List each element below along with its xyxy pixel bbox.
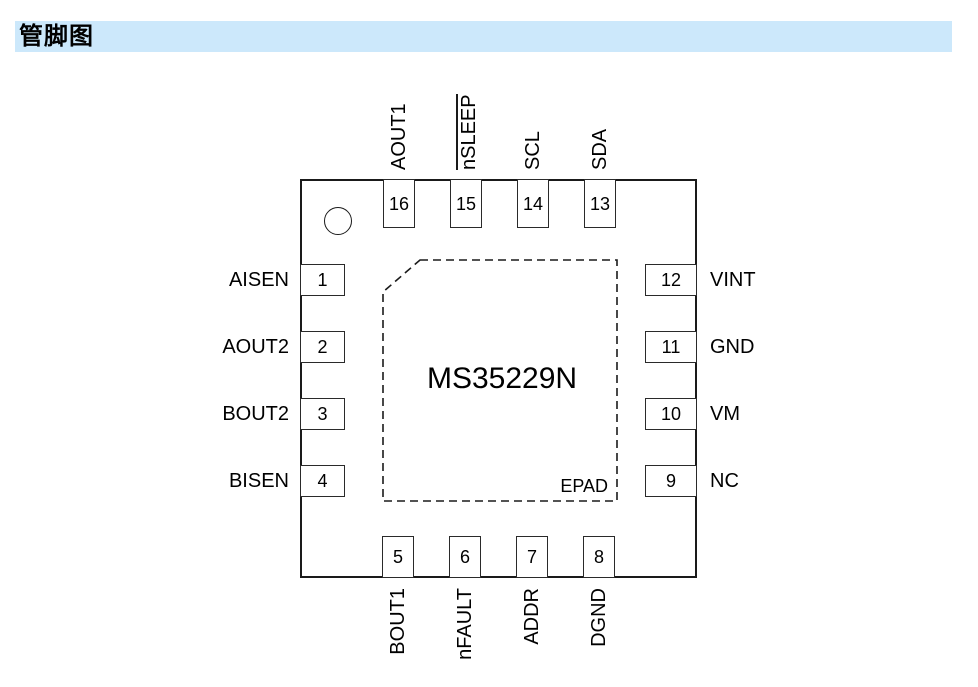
pin-label-bout1: BOUT1 (387, 588, 409, 687)
pin-label-text: SCL (522, 131, 544, 170)
pin-label-bisen: BISEN (228, 470, 289, 492)
pin-box-15: 15 (450, 179, 482, 228)
pin-label-nc: NC (710, 470, 739, 492)
pin-box-1: 1 (300, 264, 345, 296)
pin-label-text-overlined: nSLEEP (456, 94, 480, 170)
pin-number-4: 4 (317, 471, 328, 491)
pin-box-2: 2 (300, 331, 345, 363)
pin-box-13: 13 (584, 179, 616, 228)
pin-label-text: nFAULT (454, 588, 476, 660)
pin-number-2: 2 (317, 337, 328, 357)
pin-box-7: 7 (516, 536, 548, 578)
epad-label: EPAD (560, 476, 608, 496)
pin-label-text: AOUT1 (388, 103, 410, 170)
pin-label-vm: VM (710, 403, 740, 425)
pin-label-dgnd: DGND (588, 588, 610, 687)
pin-number-9: 9 (665, 471, 676, 491)
pin-box-16: 16 (383, 179, 415, 228)
pin-number-11: 11 (661, 337, 681, 357)
pin-number-5: 5 (392, 547, 403, 567)
pin-number-7: 7 (526, 547, 537, 567)
pin-label-sda: SDA (589, 50, 611, 170)
pin1-indicator-circle (324, 207, 352, 235)
pin-box-5: 5 (382, 536, 414, 578)
pin-label-aisen: AISEN (228, 269, 289, 291)
pin-box-11: 11 (645, 331, 697, 363)
pin-label-nsleep: nSLEEP (456, 50, 480, 170)
pin-number-1: 1 (317, 270, 328, 290)
pin-label-gnd: GND (710, 336, 755, 358)
pin-label-addr: ADDR (521, 588, 543, 687)
pin-label-text: SDA (589, 128, 611, 170)
pin-number-15: 15 (455, 193, 477, 214)
pin-number-8: 8 (593, 547, 604, 567)
chip-name: MS35229N (426, 362, 578, 395)
pin-label-text: DGND (588, 588, 610, 647)
pin-box-6: 6 (449, 536, 481, 578)
pin-box-8: 8 (583, 536, 615, 578)
pin-number-12: 12 (660, 270, 682, 290)
section-title: 管脚图 (19, 23, 94, 50)
pin-number-10: 10 (660, 404, 682, 424)
pin-box-12: 12 (645, 264, 697, 296)
pin-box-9: 9 (645, 465, 697, 497)
pin-label-vint: VINT (710, 269, 756, 291)
section-header-bar: 管脚图 (15, 21, 952, 52)
pin-label-text: ADDR (521, 588, 543, 645)
pin-number-13: 13 (589, 193, 611, 214)
pin-number-14: 14 (522, 193, 544, 214)
pin-label-aout1: AOUT1 (388, 50, 410, 170)
pin-number-3: 3 (317, 404, 328, 424)
pin-box-4: 4 (300, 465, 345, 497)
pin-box-10: 10 (645, 398, 697, 430)
pin-number-6: 6 (459, 547, 470, 567)
pin-box-14: 14 (517, 179, 549, 228)
pin-label-scl: SCL (522, 50, 544, 170)
pin-number-16: 16 (388, 193, 410, 214)
pin-label-bout2: BOUT2 (222, 403, 289, 425)
pin-box-3: 3 (300, 398, 345, 430)
pin-label-aout2: AOUT2 (222, 336, 289, 358)
pin-label-nfault: nFAULT (454, 588, 476, 687)
pin-label-text: BOUT1 (387, 588, 409, 655)
